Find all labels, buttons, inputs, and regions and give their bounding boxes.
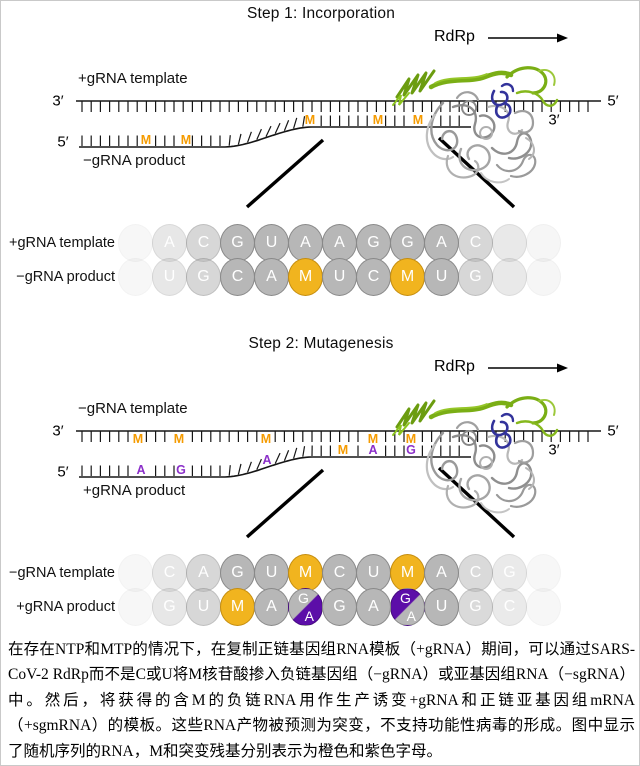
nucleotide-circle-C: C	[220, 258, 255, 296]
strand-letter-M: M	[173, 431, 185, 446]
rdrp-protein-illustration	[393, 398, 557, 513]
strand-letter-A: A	[136, 462, 146, 477]
template-strand-label: +gRNA template	[78, 70, 188, 87]
nucleotide-circle-empty	[526, 224, 561, 262]
strand-letter-M: M	[372, 112, 384, 127]
strand-letter-M: M	[405, 431, 417, 446]
strand-diagram	[76, 33, 601, 209]
strand-letter-M: M	[180, 132, 192, 147]
step1-panel: Step 1: Incorporation RdRp +gRNA templat…	[1, 1, 639, 331]
nucleotide-circle-M: M	[288, 258, 323, 296]
product-3prime-label: 3′	[548, 441, 560, 459]
nucleotide-circle-A: A	[152, 224, 187, 262]
strand-letter-M: M	[337, 442, 349, 457]
zoom-template-row-label: +gRNA template	[9, 235, 115, 251]
nucleotide-circle-G: G	[152, 588, 187, 626]
strand-letter-M: M	[412, 112, 424, 127]
nucleotide-circle-U: U	[152, 258, 187, 296]
split-letter-bottom: A	[406, 608, 416, 624]
nucleotide-circle-C: C	[458, 554, 493, 592]
nucleotide-circle-G: G	[322, 588, 357, 626]
nucleotide-circle-A: A	[424, 554, 459, 592]
nucleotide-circle-U: U	[356, 554, 391, 592]
template-3prime-label: 3′	[52, 92, 64, 110]
nucleotide-circle-M: M	[390, 258, 425, 296]
strand-letter-M: M	[304, 112, 316, 127]
nucleotide-circle-C: C	[186, 224, 221, 262]
nucleotide-circle-G: G	[186, 258, 221, 296]
template-3prime-label: 3′	[52, 422, 64, 440]
strand-letter-M: M	[132, 431, 144, 446]
product-3prime-label: 3′	[548, 111, 560, 129]
nucleotide-circle-A: A	[288, 224, 323, 262]
strand-letter-M: M	[140, 132, 152, 147]
nucleotide-circle-M: M	[390, 554, 425, 592]
nucleotide-circle-empty	[118, 224, 153, 262]
figure-caption: 在存在NTP和MTP的情况下，在复制正链基因组RNA模板（+gRNA）期间，可以…	[8, 641, 635, 760]
nucleotide-circle-G: G	[220, 554, 255, 592]
nucleotide-circle-A: A	[322, 224, 357, 262]
nucleotide-circle-U: U	[254, 224, 289, 262]
zoom-product-row-label: −gRNA product	[16, 269, 115, 285]
nucleotide-circle-empty	[492, 258, 527, 296]
nucleotide-circle-U: U	[322, 258, 357, 296]
nucleotide-circle-U: U	[424, 588, 459, 626]
zoom-template-row-label: −gRNA template	[9, 565, 115, 581]
nucleotide-circle-empty	[118, 588, 153, 626]
nucleotide-circle-A: A	[424, 224, 459, 262]
product-5prime-label: 5′	[57, 133, 69, 151]
strand-letter-M: M	[367, 431, 379, 446]
step2-title: Step 2: Mutagenesis	[248, 335, 394, 352]
step2-panel: Step 2: Mutagenesis RdRp −gRNA template …	[1, 331, 639, 661]
nucleotide-circle-empty	[526, 588, 561, 626]
nucleotide-circle-C: C	[356, 258, 391, 296]
strand-letter-A: A	[368, 442, 378, 457]
nucleotide-circle-empty	[526, 258, 561, 296]
nucleotide-circle-U: U	[254, 554, 289, 592]
nucleotide-circle-C: C	[492, 588, 527, 626]
nucleotide-circle-G: G	[356, 224, 391, 262]
strand-letter-A: A	[262, 452, 272, 467]
nucleotide-circle-G: G	[390, 224, 425, 262]
nucleotide-circle-G: G	[458, 258, 493, 296]
nucleotide-circle-A: A	[254, 588, 289, 626]
template-5prime-label: 5′	[607, 92, 619, 110]
nucleotide-circle-G: G	[458, 588, 493, 626]
strand-letter-M: M	[260, 431, 272, 446]
zoom-product-row-label: +gRNA product	[16, 599, 115, 615]
nucleotide-circle-A: A	[356, 588, 391, 626]
product-5prime-label: 5′	[57, 463, 69, 481]
nucleotide-circle-M: M	[288, 554, 323, 592]
split-letter-top: G	[400, 590, 411, 606]
step1-title: Step 1: Incorporation	[246, 5, 396, 22]
template-5prime-label: 5′	[607, 422, 619, 440]
nucleotide-circle-G: G	[492, 554, 527, 592]
nucleotide-circle-empty	[492, 224, 527, 262]
strand-letter-G: G	[406, 442, 416, 457]
split-letter-top: G	[298, 590, 309, 606]
nucleotide-circle-A: A	[254, 258, 289, 296]
template-strand-label: −gRNA template	[78, 400, 188, 417]
nucleotide-circle-G: G	[220, 224, 255, 262]
product-strand-label: −gRNA product	[83, 152, 186, 169]
nucleotide-circle-U: U	[424, 258, 459, 296]
strand-letter-G: G	[176, 462, 186, 477]
nucleotide-circle-U: U	[186, 588, 221, 626]
strand-diagram	[76, 363, 601, 539]
nucleotide-circle-C: C	[458, 224, 493, 262]
nucleotide-circle-C: C	[152, 554, 187, 592]
rdrp-label: RdRp	[434, 28, 475, 45]
nucleotide-circle-M: M	[220, 588, 255, 626]
nucleotide-circle-empty	[118, 258, 153, 296]
product-strand-label: +gRNA product	[83, 482, 186, 499]
nucleotide-circle-empty	[118, 554, 153, 592]
split-letter-bottom: A	[304, 608, 314, 624]
nucleotide-circle-empty	[526, 554, 561, 592]
nucleotide-circle-C: C	[322, 554, 357, 592]
nucleotide-circle-A: A	[186, 554, 221, 592]
rdrp-label: RdRp	[434, 358, 475, 375]
